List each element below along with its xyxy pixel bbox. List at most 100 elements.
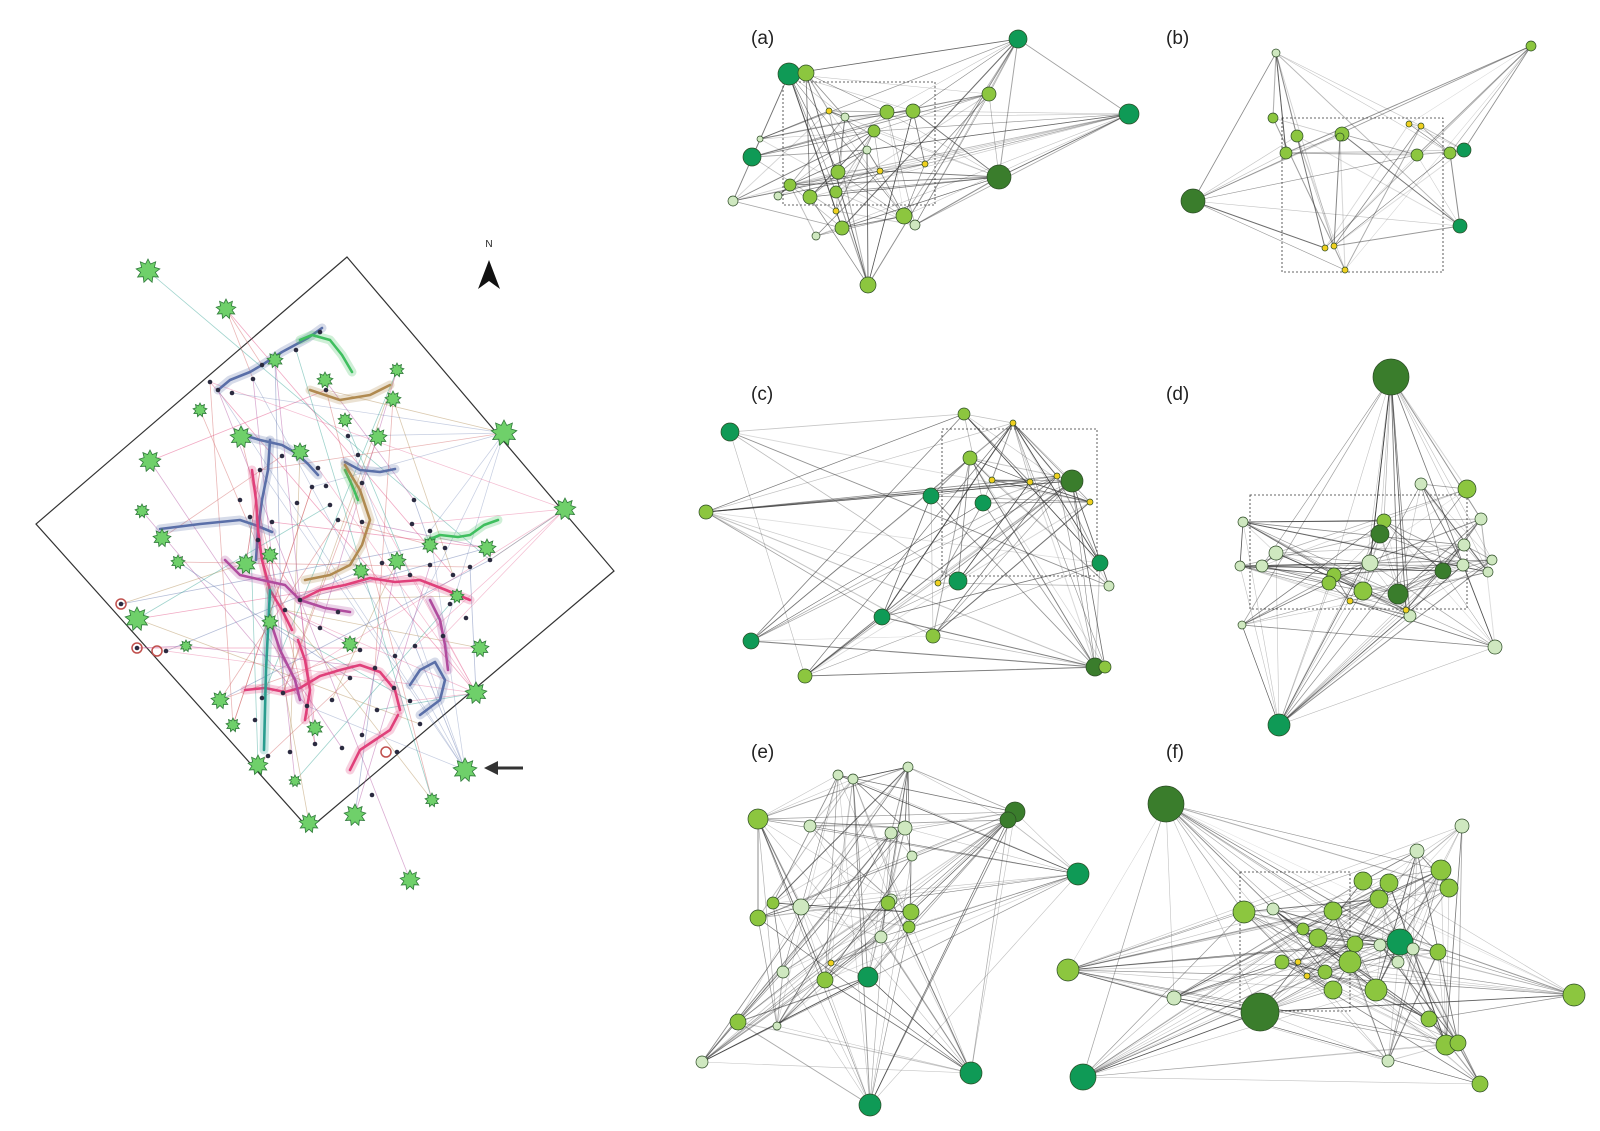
network-edge <box>904 827 1079 875</box>
network-edge <box>988 93 1000 178</box>
network-edge <box>1362 483 1422 592</box>
network-edge <box>1333 225 1461 247</box>
map-link <box>231 392 505 434</box>
network-edge <box>970 811 1016 1074</box>
network-edge <box>930 495 1091 503</box>
network-edge <box>1379 533 1464 566</box>
network-node <box>1471 1075 1489 1093</box>
network-edge <box>1388 882 1575 996</box>
map-link <box>149 389 327 462</box>
site-outline-box <box>782 81 936 206</box>
tree-star-icon <box>215 298 237 320</box>
network-edge <box>1012 422 1073 482</box>
network-edge <box>914 38 1019 226</box>
network-edge <box>937 480 1073 584</box>
network-edge <box>988 93 1000 178</box>
network-edge <box>776 911 912 1027</box>
network-edge <box>1259 948 1414 1013</box>
network-edge <box>1275 52 1326 249</box>
map-link <box>409 692 477 702</box>
network-edge <box>750 502 984 642</box>
network-edge <box>937 480 1073 584</box>
network-edge <box>1067 969 1481 1085</box>
tree-star-icon <box>192 402 208 418</box>
network-edge <box>1449 152 1461 227</box>
network-node <box>1296 922 1310 936</box>
network-edge <box>809 130 875 198</box>
map-point <box>369 792 375 798</box>
tree-star-icon <box>288 774 302 788</box>
network-edge <box>910 819 1009 913</box>
network-edge <box>1449 45 1532 154</box>
map-point <box>257 467 263 473</box>
map-point <box>335 609 341 615</box>
network-node <box>1338 950 1362 974</box>
network-edge <box>1067 825 1463 971</box>
network-edge <box>1480 518 1496 648</box>
map-point <box>329 697 335 703</box>
tree-star-icon <box>384 390 402 408</box>
nodes-f <box>1056 785 1586 1093</box>
network-edge <box>1067 941 1401 971</box>
network-edge <box>750 640 1096 668</box>
network-node <box>1303 972 1311 980</box>
network-edge <box>1278 488 1468 726</box>
map-link <box>411 508 566 525</box>
network-edge <box>1192 200 1461 227</box>
network-edge <box>1012 422 1106 668</box>
network-edge <box>930 475 1058 497</box>
network-edge <box>1165 803 1245 913</box>
network-edge <box>869 819 1009 1106</box>
network-edge <box>1285 45 1532 154</box>
network-edge <box>1375 825 1463 991</box>
network-edge <box>1408 123 1465 151</box>
network-node <box>1456 558 1470 572</box>
map-link <box>209 381 477 694</box>
network-node <box>1409 843 1425 859</box>
network-node <box>1525 40 1537 52</box>
network-edge <box>869 926 910 1106</box>
panel-label-b: (b) <box>1166 28 1189 49</box>
network-edge <box>1387 951 1439 1062</box>
network-edge <box>759 93 990 140</box>
network-edge <box>835 130 875 193</box>
network-edge <box>912 38 1019 112</box>
map-point <box>323 387 329 393</box>
network-edge <box>932 475 1058 637</box>
route-halo <box>295 330 357 377</box>
site-outline-box <box>1281 117 1444 273</box>
map-link <box>337 519 431 546</box>
network-edge <box>1333 136 1341 247</box>
network-edge <box>866 149 869 286</box>
network-node <box>857 966 879 988</box>
map-link <box>414 645 466 771</box>
network-node <box>1098 660 1112 674</box>
network-node <box>1267 713 1291 737</box>
network-edge <box>880 811 1016 938</box>
tree-star-icon <box>470 638 490 658</box>
map-link <box>274 359 284 694</box>
network-node <box>1379 873 1399 893</box>
network-node <box>1232 900 1256 924</box>
network-edge <box>1412 948 1481 1085</box>
network-edge <box>759 110 830 140</box>
network-edge <box>1275 52 1422 127</box>
network-edge <box>1278 609 1407 726</box>
network-node <box>1353 871 1373 891</box>
network-edge <box>1442 570 1496 648</box>
network-node <box>727 195 739 207</box>
network-node <box>884 826 898 840</box>
network-edge <box>750 635 934 642</box>
network-edge <box>1082 1011 1261 1078</box>
network-node <box>1166 990 1182 1006</box>
network-edge <box>881 562 1101 618</box>
network-edge <box>809 196 869 286</box>
network-edge <box>1428 1018 1481 1085</box>
network-edge <box>757 917 972 1074</box>
network-edge <box>1278 570 1444 726</box>
network-node <box>729 1013 747 1031</box>
network-edge <box>1416 45 1532 156</box>
network-edge <box>1428 994 1575 1020</box>
network-edge <box>1082 971 1326 1078</box>
network-edge <box>800 873 1079 908</box>
